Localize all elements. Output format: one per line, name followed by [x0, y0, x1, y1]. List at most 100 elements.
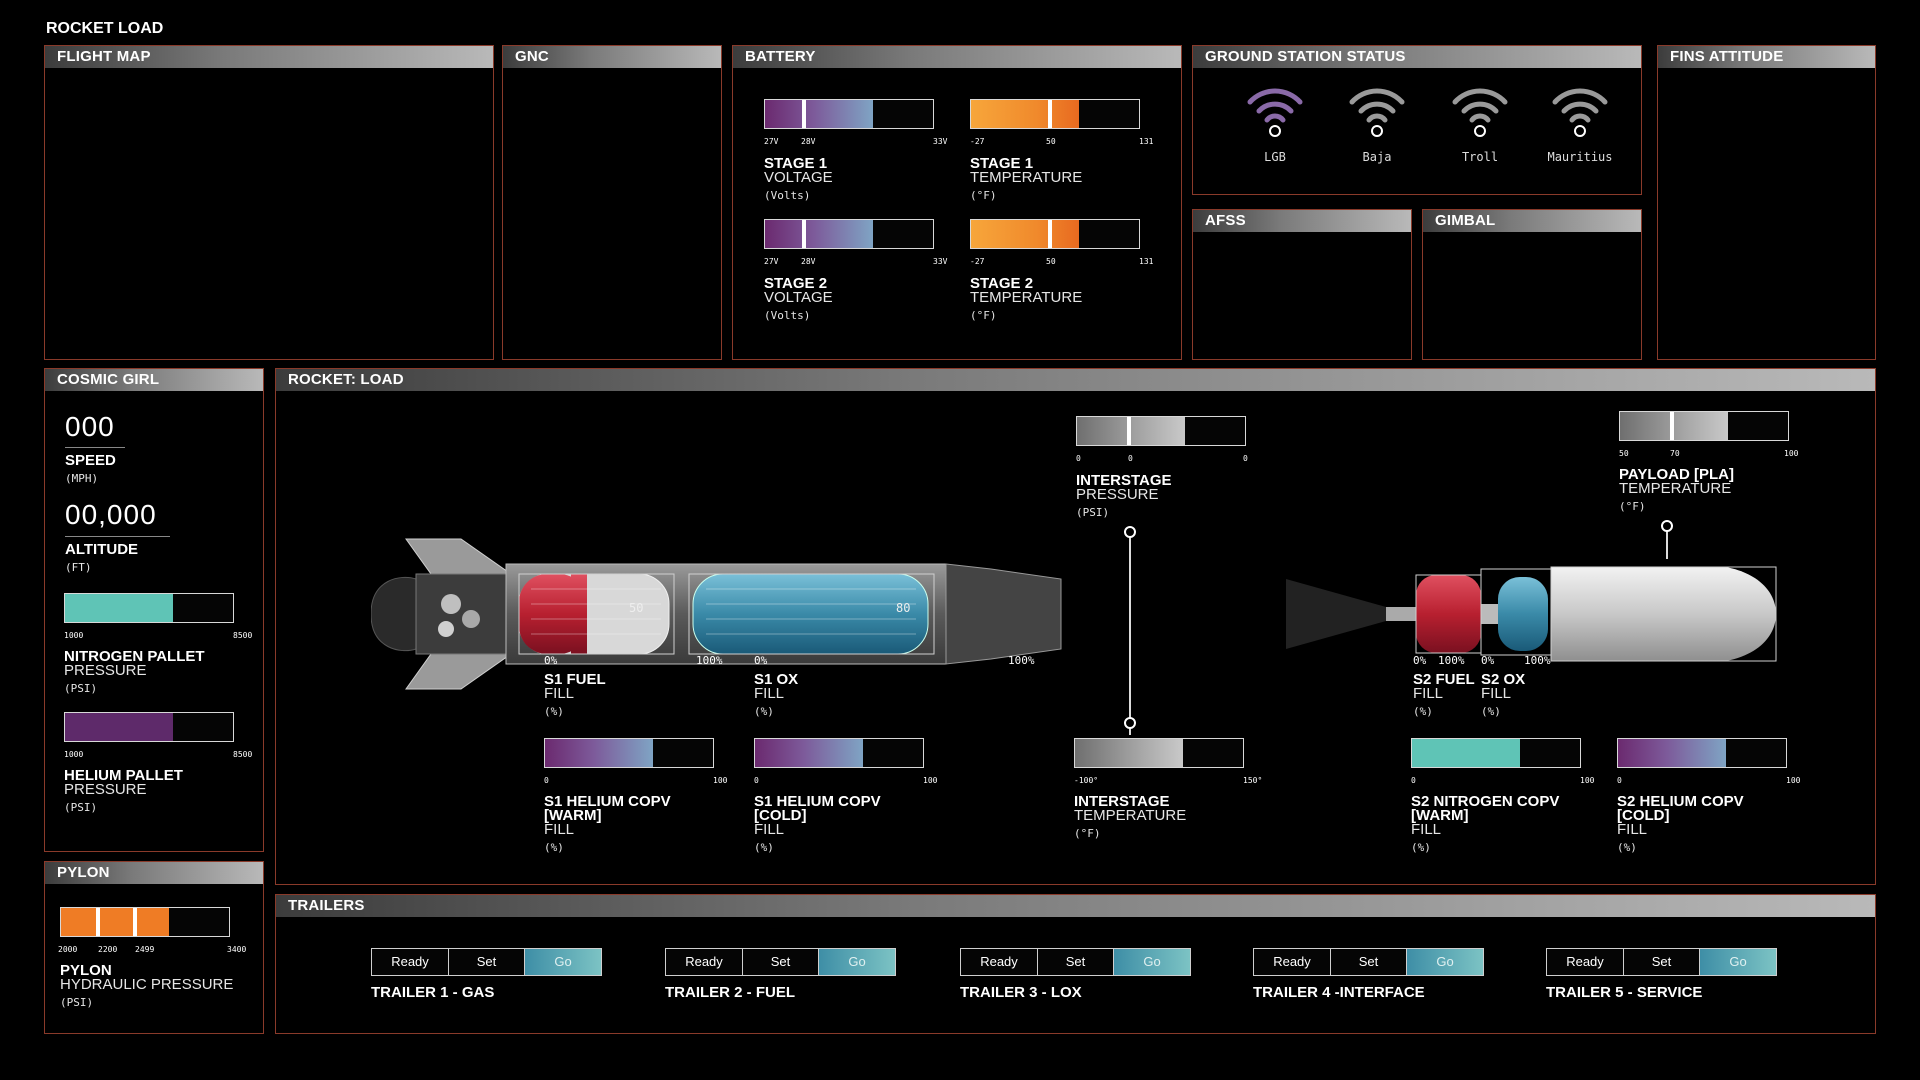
nitrogen-pallet-title: NITROGEN PALLET	[64, 648, 205, 665]
flight-map-panel[interactable]: FLIGHT MAP	[44, 45, 494, 360]
tick: 131	[1139, 137, 1154, 146]
s2-nitrogen-warm-sub: FILL	[1411, 821, 1442, 838]
stage2-temp-marker	[1048, 220, 1053, 248]
tick: 2000	[58, 945, 78, 954]
payload-temp-guide	[1666, 529, 1668, 559]
s1-fuel-min: 0%	[544, 654, 558, 667]
tick: 50	[1046, 137, 1056, 146]
pylon-title: PYLON	[60, 962, 112, 979]
s1-helium-warm-unit: (%)	[544, 841, 564, 854]
ready-button[interactable]: Ready	[1253, 948, 1331, 976]
s2-fuel-sub: FILL	[1413, 685, 1444, 702]
set-button[interactable]: Set	[742, 948, 819, 976]
tick: 100	[1580, 776, 1595, 785]
set-button[interactable]: Set	[1330, 948, 1407, 976]
interstage-temp-fill	[1075, 739, 1183, 767]
s2-helium-cold-title: S2 HELIUM COPV	[1617, 793, 1744, 810]
stage1-temp-title: STAGE 1	[970, 155, 1034, 172]
tick: 28V	[801, 257, 816, 266]
stage1-rocket-graphic	[371, 538, 1062, 690]
rocket-load-panel: ROCKET: LOAD 0 0 0 INTERSTAGE PRESSURE (…	[275, 368, 1876, 885]
tick: 100	[1786, 776, 1801, 785]
stage1-voltage-sub: VOLTAGE	[764, 169, 833, 186]
tick: 0	[1243, 454, 1248, 463]
payload-temp-unit: (°F)	[1619, 500, 1646, 513]
stage1-temp-sub: TEMPERATURE	[970, 169, 1083, 186]
interstage-pressure-unit: (PSI)	[1076, 506, 1110, 519]
interstage-temp-bar	[1074, 738, 1244, 768]
stage2-voltage-title: STAGE 2	[764, 275, 828, 292]
altitude-unit: (FT)	[65, 561, 92, 574]
payload-temp-sub: TEMPERATURE	[1619, 480, 1732, 497]
tick: 1000	[64, 631, 84, 640]
gnc-header: GNC	[503, 46, 721, 68]
speed-value: 000	[65, 411, 115, 442]
pylon-pressure-bar	[60, 907, 230, 937]
s1-helium-warm-title2: [WARM]	[544, 807, 602, 824]
battery-panel: BATTERY 27V 28V 33V STAGE 1 VOLTAGE (Vol…	[732, 45, 1182, 360]
stage1-temp-bar	[970, 99, 1140, 129]
trailer-label: TRAILER 2 - FUEL	[665, 984, 795, 1001]
s1-fuel-sub: FILL	[544, 685, 575, 702]
altitude-divider	[65, 536, 170, 537]
payload-temp-title: PAYLOAD [PLA]	[1619, 466, 1735, 483]
gimbal-panel[interactable]: GIMBAL	[1422, 209, 1642, 360]
tick: 0	[1617, 776, 1622, 785]
interstage-temp-sub: TEMPERATURE	[1074, 807, 1187, 824]
set-button[interactable]: Set	[448, 948, 525, 976]
stage1-temp-fill	[971, 100, 1079, 128]
s1-helium-cold-sub: FILL	[754, 821, 785, 838]
tick: 8500	[233, 750, 253, 759]
stage2-voltage-bar	[764, 219, 934, 249]
tick: 3400	[227, 945, 247, 954]
ready-button[interactable]: Ready	[960, 948, 1038, 976]
fins-attitude-panel[interactable]: FINS ATTITUDE	[1657, 45, 1876, 360]
s1-ox-level: 80	[896, 601, 911, 615]
tick: 0	[1076, 454, 1081, 463]
ground-station-1[interactable]: Baja	[1335, 86, 1419, 186]
go-button[interactable]: Go	[818, 948, 896, 976]
ground-station-3[interactable]: Mauritius	[1538, 86, 1622, 186]
s2-ox-sub: FILL	[1481, 685, 1512, 702]
wifi-icon	[1552, 88, 1608, 137]
stage1-voltage-unit: (Volts)	[764, 189, 811, 202]
tick: 33V	[933, 257, 948, 266]
s2-nitrogen-warm-bar	[1411, 738, 1581, 768]
go-button[interactable]: Go	[1113, 948, 1191, 976]
tick: 100	[713, 776, 728, 785]
interstage-temp-unit: (°F)	[1074, 827, 1101, 840]
tick: 50	[1619, 449, 1629, 458]
afss-panel[interactable]: AFSS	[1192, 209, 1412, 360]
stage1-voltage-title: STAGE 1	[764, 155, 828, 172]
go-button[interactable]: Go	[1699, 948, 1777, 976]
ground-station-header: GROUND STATION STATUS	[1193, 46, 1641, 68]
stage2-temp-fill	[971, 220, 1079, 248]
tick: -27	[970, 137, 985, 146]
set-button[interactable]: Set	[1037, 948, 1114, 976]
s2-helium-cold-fill	[1618, 739, 1726, 767]
ready-button[interactable]: Ready	[1546, 948, 1624, 976]
stage1-temp-unit: (°F)	[970, 189, 997, 202]
stage2-voltage-marker	[801, 220, 806, 248]
go-button[interactable]: Go	[1406, 948, 1484, 976]
s2-nitrogen-warm-unit: (%)	[1411, 841, 1431, 854]
set-button[interactable]: Set	[1623, 948, 1700, 976]
ready-button[interactable]: Ready	[665, 948, 743, 976]
ground-station-2[interactable]: Troll	[1438, 86, 1522, 186]
gnc-panel[interactable]: GNC	[502, 45, 722, 360]
s2-ox-max: 100%	[1524, 654, 1551, 667]
pylon-marker-1	[96, 908, 101, 936]
go-button[interactable]: Go	[524, 948, 602, 976]
helium-pallet-title: HELIUM PALLET	[64, 767, 183, 784]
trailer-label: TRAILER 5 - SERVICE	[1546, 984, 1703, 1001]
interstage-pressure-pin	[1124, 526, 1136, 538]
payload-temp-bar	[1619, 411, 1789, 441]
ready-button[interactable]: Ready	[371, 948, 449, 976]
payload-temp-marker	[1670, 412, 1675, 440]
ground-station-0[interactable]: LGB	[1233, 86, 1317, 186]
nitrogen-pallet-sub: PRESSURE	[64, 662, 147, 679]
speed-divider	[65, 447, 125, 448]
